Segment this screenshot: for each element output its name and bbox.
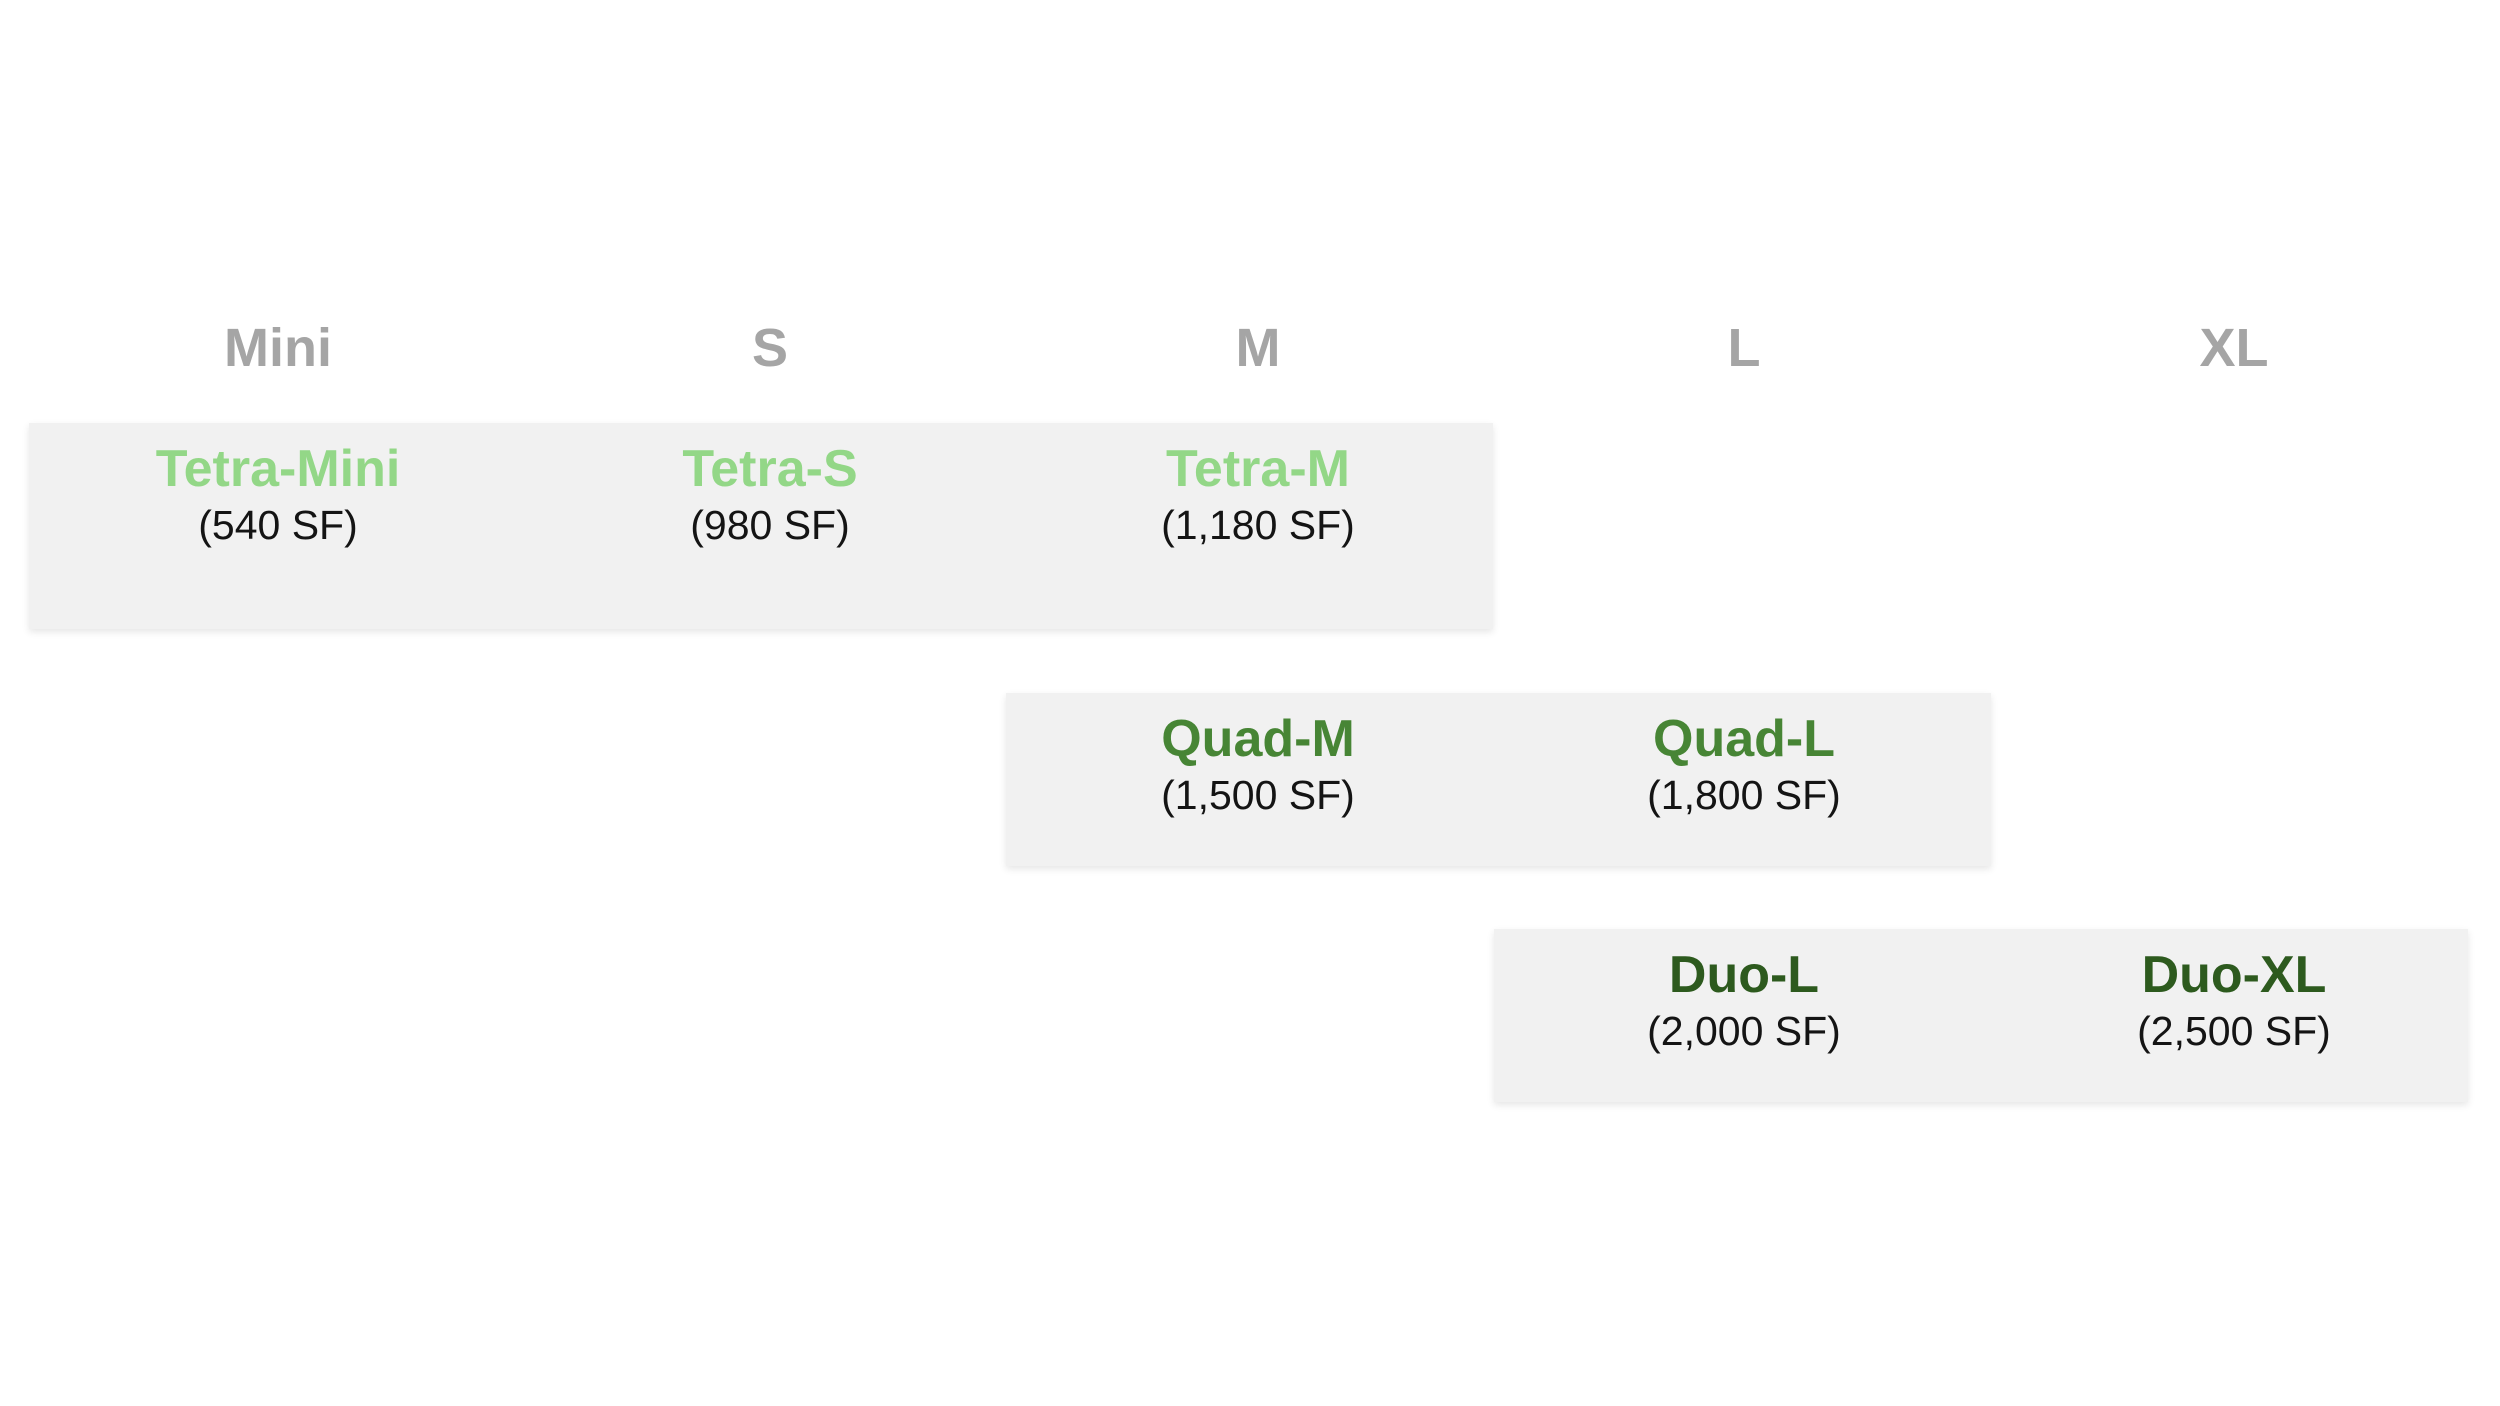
product-size: (2,000 SF) bbox=[1647, 1008, 1841, 1054]
product-cell-duo-l: Duo-L (2,000 SF) bbox=[1647, 945, 1841, 1055]
product-name: Tetra-Mini bbox=[155, 440, 401, 498]
product-cell-duo-xl: Duo-XL (2,500 SF) bbox=[2137, 945, 2331, 1055]
product-cell-tetra-m: Tetra-M (1,180 SF) bbox=[1161, 439, 1355, 549]
product-cell-tetra-s: Tetra-S (980 SF) bbox=[682, 439, 857, 549]
column-header-m: M bbox=[1235, 318, 1281, 378]
product-size: (540 SF) bbox=[198, 502, 358, 548]
product-size: (1,180 SF) bbox=[1161, 502, 1355, 548]
column-header-l: L bbox=[1727, 318, 1761, 378]
product-name: Quad-L bbox=[1653, 710, 1835, 768]
product-cell-quad-l: Quad-L (1,800 SF) bbox=[1647, 709, 1841, 819]
duo-family-band bbox=[1494, 929, 2468, 1102]
product-size: (2,500 SF) bbox=[2137, 1008, 2331, 1054]
product-name: Duo-XL bbox=[2141, 946, 2327, 1004]
quad-family-band bbox=[1006, 693, 1991, 866]
column-header-xl: XL bbox=[2199, 318, 2269, 378]
product-size: (1,800 SF) bbox=[1647, 772, 1841, 818]
product-name: Tetra-M bbox=[1166, 440, 1350, 498]
product-cell-quad-m: Quad-M (1,500 SF) bbox=[1161, 709, 1355, 819]
product-name: Duo-L bbox=[1668, 946, 1820, 1004]
product-size: (980 SF) bbox=[690, 502, 850, 548]
column-header-s: S bbox=[751, 318, 789, 378]
product-size: (1,500 SF) bbox=[1161, 772, 1355, 818]
column-header-mini: Mini bbox=[224, 318, 332, 378]
tetra-family-band bbox=[29, 423, 1493, 629]
product-name: Tetra-S bbox=[682, 440, 858, 498]
product-cell-tetra-mini: Tetra-Mini (540 SF) bbox=[156, 439, 401, 549]
product-name: Quad-M bbox=[1161, 710, 1355, 768]
